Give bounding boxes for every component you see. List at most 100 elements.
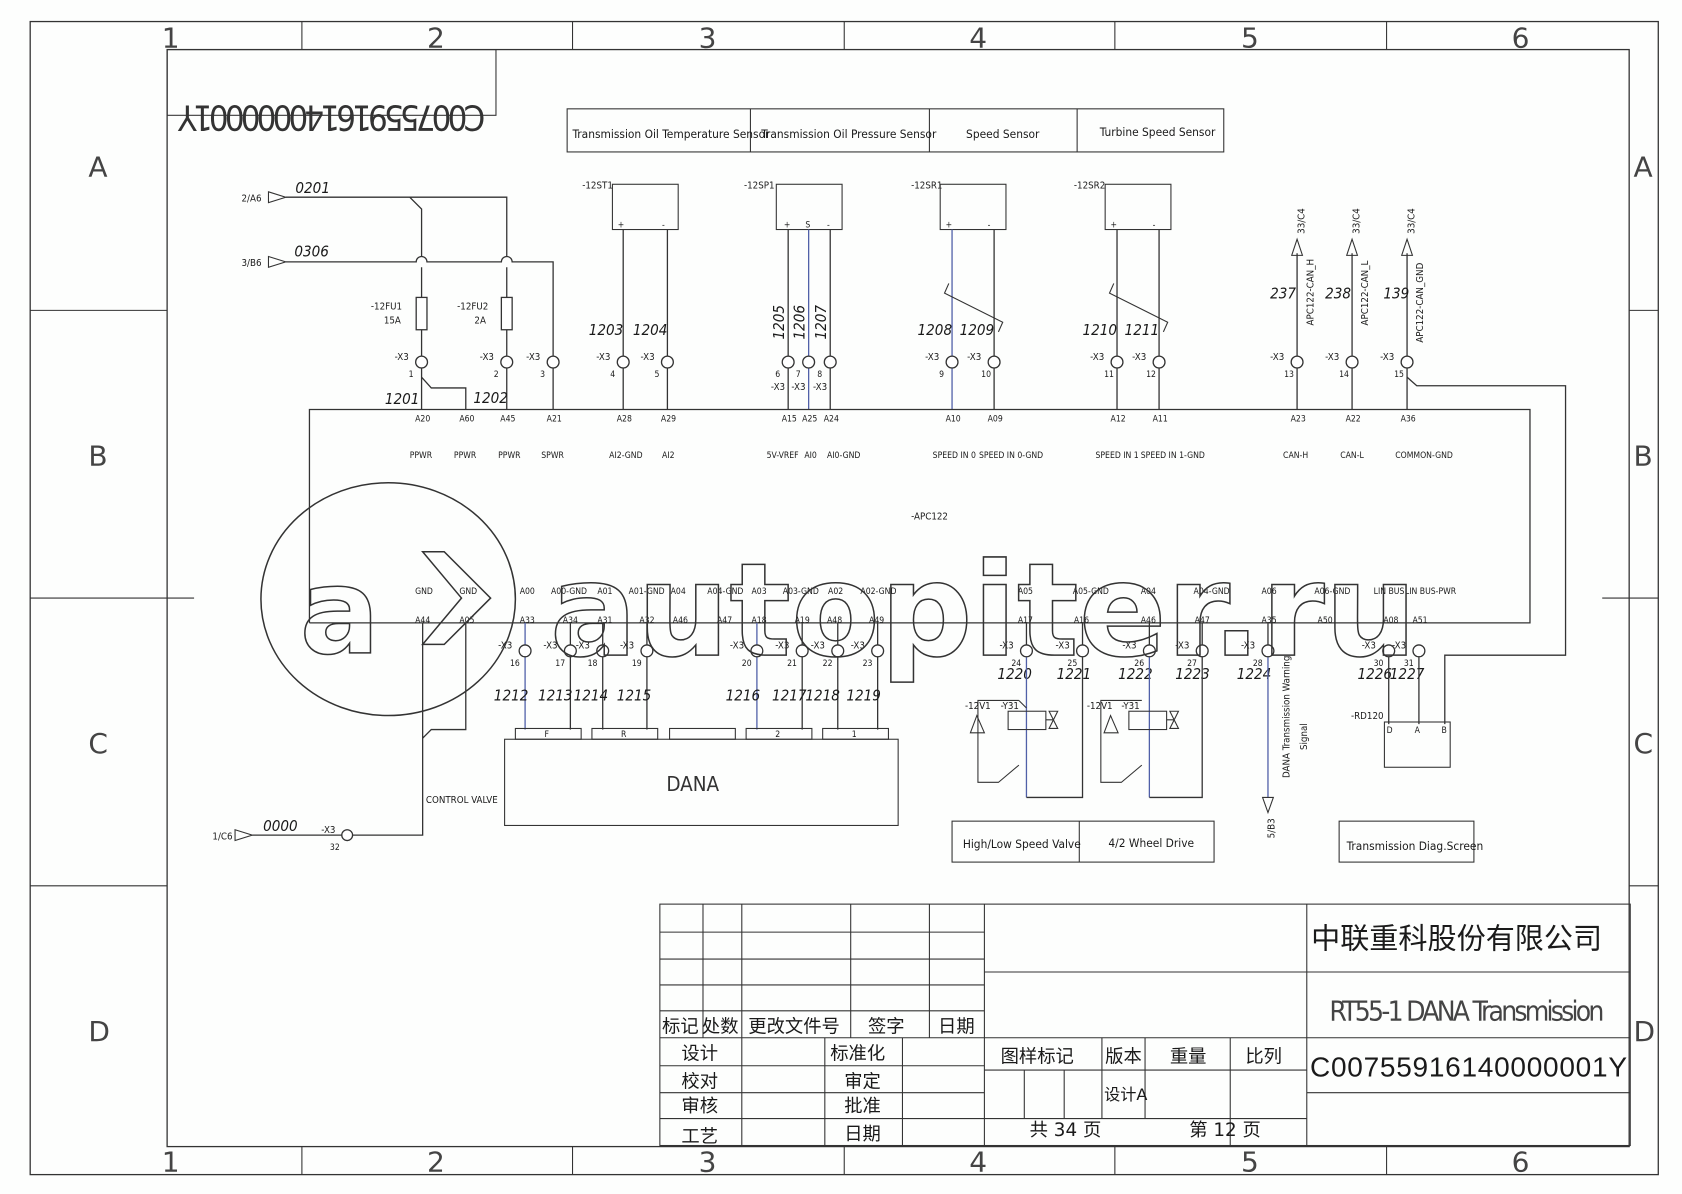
terminal-pin: 5 [654,370,659,380]
terminal-icon [1412,644,1426,658]
controller-pin: A32 [639,616,654,626]
x3-label: -X3 [620,641,634,652]
bottom-terminal-strip: -X3161212-X3171213-X3181214-X3191215-X32… [494,622,1426,730]
watermark-logo: autopiter.ru a [260,482,1418,717]
controller-pin: A19 [795,616,810,626]
x3-label: -X3 [1090,352,1104,363]
zone-col-2: 2 [427,21,445,54]
controller-pin-function: A00-GND [551,587,587,597]
offpage-arrow-up-icon [1400,237,1414,256]
pin-plus: + [1111,220,1118,230]
controller-pin-function: A06-GND [1314,587,1350,597]
diag-pin-b: B [1442,726,1447,736]
valve-symbol-icon [1045,710,1059,730]
terminal-pin: 18 [588,659,598,669]
role-check: 校对 [681,1071,718,1092]
header-oil-temperature-sensor: Transmission Oil Temperature Sensor [572,127,771,141]
sensor-12st1-name: -12ST1 [582,181,613,192]
controller-pin-function: CAN-H [1283,451,1308,461]
terminal-icon [546,355,560,369]
wire-1202: 1202 [473,389,508,407]
drawing-title: RT55-1 DANA Transmission [1329,995,1604,1028]
x3-label: -X3 [1325,352,1339,363]
pin-minus: - [662,220,665,230]
controller-pin-function: PPWR [410,451,433,461]
fuse-12fu2-name: -12FU2 [457,301,488,312]
wire-number: 1214 [574,686,609,704]
rev-header-sign: 签字 [868,1016,905,1037]
controller-pin: A15 [782,414,797,424]
offpage-arrow-icon [267,255,288,268]
attr-scale: 比列 [1245,1047,1282,1068]
controller-pin-function: GND [415,587,433,597]
attr-drawing-mark: 图样标记 [1001,1047,1074,1068]
zone-col-5-bottom: 5 [1241,1145,1259,1178]
diode-12v1-label: -12V1 [965,701,991,712]
controller-pin: A17 [1018,616,1033,626]
role-review: 审核 [681,1096,718,1117]
header-high-low-speed-valve: High/Low Speed Valve [963,837,1081,851]
watermark-text: autopiter.ru [550,535,1417,686]
x3-label: -X3 [1122,641,1136,652]
controller-pin-function: A04-GND [707,587,743,597]
controller-pin: A25 [802,414,817,424]
x3-label: -X3 [925,352,939,363]
terminal-pin: 27 [1187,659,1197,669]
controller-pin-function: PPWR [454,451,477,461]
x3-label: -X3 [321,825,335,836]
top-terminal: -X32 [480,352,514,380]
controller-pin-function: SPEED IN 1-GND [1141,451,1205,461]
wire-139: 139 [1383,285,1409,303]
zone-column-labels-bottom: 1 2 3 4 5 6 [162,1145,1530,1178]
wire-237: 237 [1270,285,1296,303]
header-speed-sensor: Speed Sensor [966,127,1040,141]
x3-label: -X3 [480,352,494,363]
controller-pin: A33 [520,616,535,626]
wire-number: 1216 [726,686,761,704]
x3-label: -X3 [851,641,865,652]
controller-top-pins: A20PPWRA60PPWRA45PPWRA21SPWRA28AI2-GNDA2… [410,414,1453,461]
sensor-12sr2-name: -12SR2 [1074,181,1105,192]
power-section: 2/A6 0201 3/B6 0306 -12FU1 15A -12FU2 2A… [242,179,554,410]
controller-pin-function: CAN-L [1340,451,1364,461]
role-process: 工艺 [681,1126,718,1147]
controller-pin: A45 [500,414,515,424]
terminal-pin: 17 [555,659,565,669]
rev-header-date: 日期 [938,1016,975,1037]
controller-pin: A21 [547,414,562,424]
control-valve-label: CONTROL VALVE [426,795,498,806]
controller-pin-function: AI0 [804,451,817,461]
controller-pin-function: A05 [1018,587,1033,597]
can-h-signal: APC122-CAN_H [1305,259,1316,326]
pin-plus: + [618,220,625,230]
terminal-icon [945,355,959,369]
x3-label: -X3 [1380,352,1394,363]
rev-header-doc-no: 更改文件号 [748,1016,840,1037]
valve-header-row: High/Low Speed Valve 4/2 Wheel Drive [951,820,1215,863]
controller-pin-function: A00 [520,587,535,597]
can-gnd-signal: APC122-CAN_GND [1415,262,1426,342]
terminal-pin: 24 [1011,659,1021,669]
terminal-icon [640,644,654,658]
terminal-pin: 23 [863,659,873,669]
wire-number: 1209 [960,321,995,339]
sensor-12sr1: -12SR1 + - [911,181,1007,410]
x3-label: -X3 [967,352,981,363]
controller-pin-function: PPWR [498,451,521,461]
x3-label: -X3 [1132,352,1146,363]
controller-pin-function: SPWR [541,451,564,461]
controller-pin-function: A03-GND [783,587,819,597]
watermark-circle [260,482,517,717]
zone-col-3-bottom: 3 [699,1145,717,1178]
terminal-icon [596,644,610,658]
wire-number: 1206 [790,305,808,340]
x3-label: -X3 [395,352,409,363]
dana-connector: 1 [822,727,889,740]
role-standardize: 标准化 [830,1043,885,1064]
